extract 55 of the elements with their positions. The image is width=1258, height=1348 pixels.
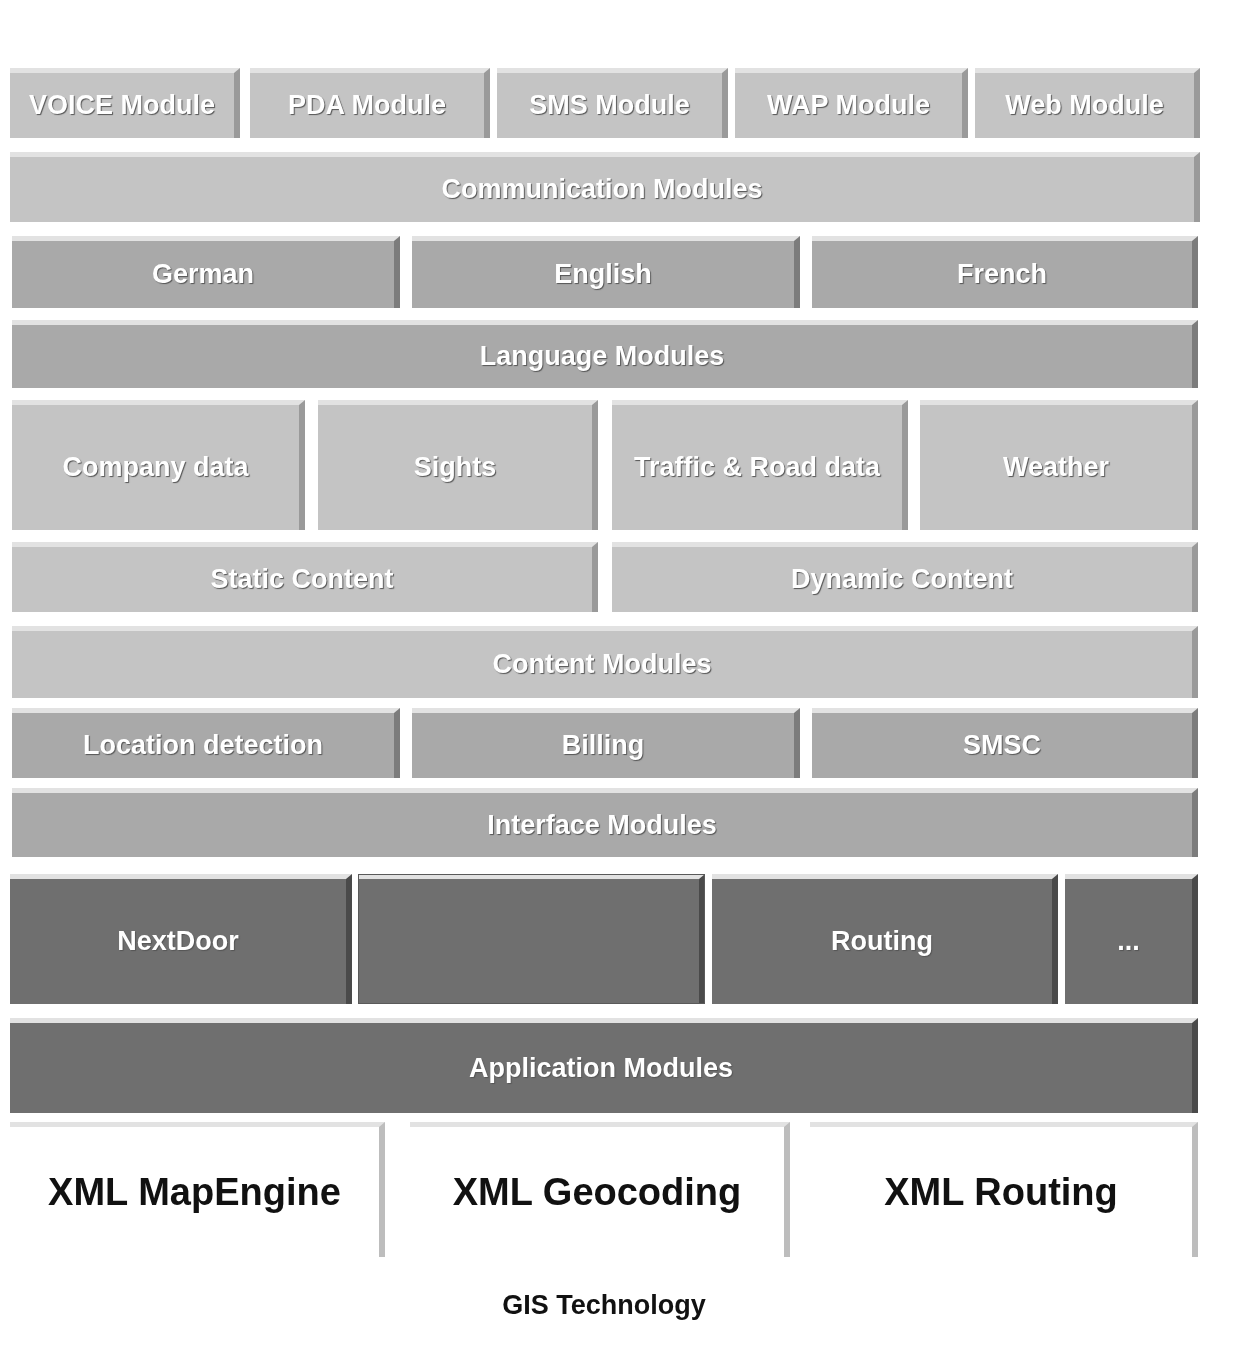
module-block (12, 542, 598, 612)
module-block (920, 400, 1198, 530)
layer-label: Location detection (82, 730, 324, 761)
layer-label: Static Content (209, 564, 395, 595)
module-block (412, 708, 800, 778)
module-block (812, 708, 1198, 778)
module-block (1065, 874, 1198, 1004)
module-block (10, 68, 240, 138)
layer-label: GIS Technology (501, 1289, 707, 1321)
module-block (612, 542, 1198, 612)
module-block (497, 68, 728, 138)
layer-label: Dynamic Content (790, 564, 1014, 595)
module-block (250, 68, 490, 138)
layer-label: PDA Module (287, 90, 447, 121)
layer-label: Application Modules (468, 1052, 734, 1084)
module-block (12, 788, 1198, 857)
layer-label: Communication Modules (440, 174, 764, 205)
module-block (10, 874, 352, 1004)
module-block (812, 236, 1198, 308)
layer-label: English (553, 259, 653, 290)
layer-label: NextDoor (116, 926, 240, 957)
module-block (712, 874, 1058, 1004)
module-block (735, 68, 968, 138)
layer-label: Interface Modules (486, 809, 718, 841)
layer-label: SMSC (962, 730, 1042, 761)
layer-label: Web Module (1004, 90, 1165, 121)
layer-label: German (150, 259, 255, 290)
module-block (975, 68, 1200, 138)
layer-label: Weather (1001, 452, 1110, 483)
layer-label: Language Modules (478, 341, 726, 372)
layer-label: SMS Module (528, 90, 691, 121)
layer-label: Routing (830, 926, 934, 957)
module-block (358, 874, 705, 1004)
layer-label: WAP Module (766, 90, 931, 121)
layer-label: ... (1116, 926, 1141, 957)
module-block (412, 236, 800, 308)
layer-label: XML MapEngine (47, 1170, 342, 1214)
layer-label: XML Geocoding (451, 1170, 743, 1214)
layer-label: Content Modules (491, 649, 713, 680)
layer-label: Sights (412, 452, 498, 483)
layer-label: XML Routing (883, 1170, 1119, 1214)
module-block (12, 708, 400, 778)
module-block (318, 400, 598, 530)
layer-label: Billing (560, 730, 646, 761)
module-block (10, 1018, 1198, 1113)
module-block (612, 400, 908, 530)
module-block (12, 626, 1198, 698)
module-block (10, 152, 1200, 222)
layer-label: Traffic & Road data (632, 452, 882, 483)
layer-label: French (956, 259, 1048, 290)
module-block (12, 320, 1198, 388)
module-block (12, 236, 400, 308)
layer-label: VOICE Module (28, 90, 216, 121)
module-block (12, 400, 305, 530)
layer-label: Company data (61, 452, 250, 483)
